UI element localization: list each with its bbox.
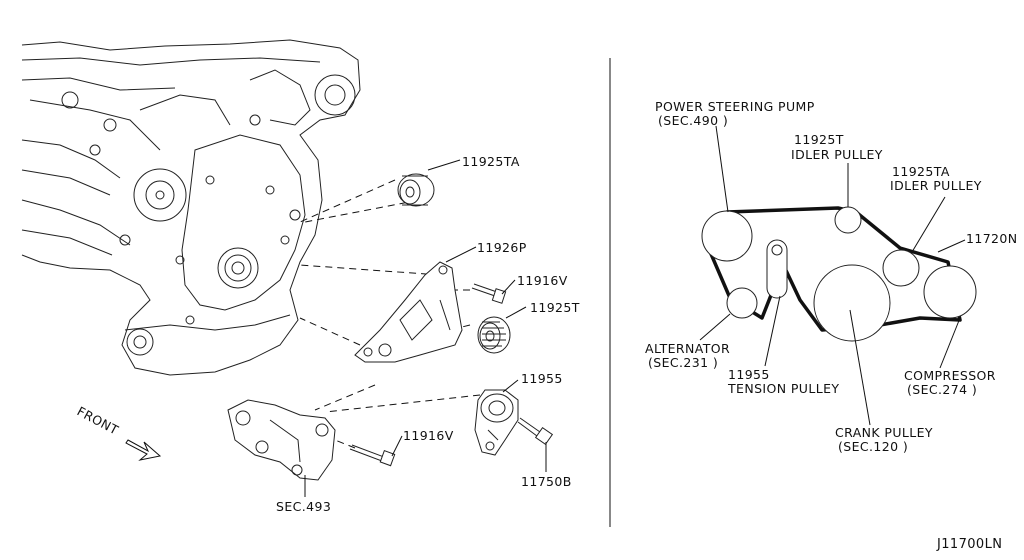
label-tension-number: 11955 xyxy=(728,367,770,382)
label-alternator-sec: (SEC.231 ) xyxy=(648,355,718,370)
bolt-11916v-bottom-part xyxy=(349,444,396,467)
crank-pulley xyxy=(813,264,891,342)
power-steering-pump-pulley xyxy=(701,210,753,262)
label-11925t: 11925T xyxy=(530,300,580,315)
label-11916v-top: 11916V xyxy=(517,273,568,288)
label-idler-t-number: 11925T xyxy=(794,132,844,147)
label-power-steering-sec: (SEC.490 ) xyxy=(658,113,728,128)
bolt-11916v-top-part xyxy=(471,283,507,304)
label-idler-ta-name: IDLER PULLEY xyxy=(890,178,982,193)
label-tension-name: TENSION PULLEY xyxy=(727,381,839,396)
belt-leader-lines xyxy=(699,125,966,426)
engine-block xyxy=(21,39,361,376)
idler-pulley-11925t xyxy=(834,206,862,234)
diagram-code: J11700LN xyxy=(936,537,1002,552)
compressor-pulley xyxy=(923,265,977,319)
front-direction-indicator: FRONT xyxy=(75,403,162,461)
label-alternator: ALTERNATOR xyxy=(645,341,730,356)
tension-pulley-arm xyxy=(766,239,788,299)
label-crank-sec: (SEC.120 ) xyxy=(838,439,908,454)
tension-pulley-11955-part xyxy=(474,389,519,456)
label-compressor-sec: (SEC.274 ) xyxy=(907,382,977,397)
bracket-11926p-part xyxy=(354,261,463,363)
bolt-11750b-part xyxy=(517,417,554,446)
part-leader-lines xyxy=(304,159,547,497)
label-11925ta: 11925TA xyxy=(462,154,520,169)
alternator-pulley xyxy=(726,287,758,319)
label-compressor: COMPRESSOR xyxy=(904,368,996,383)
belt-routing-layout xyxy=(701,206,977,342)
label-idler-t-name: IDLER PULLEY xyxy=(791,147,883,162)
label-11750b: 11750B xyxy=(521,474,572,489)
idler-pulley-11925ta-part xyxy=(397,173,435,207)
bracket-sec493-part xyxy=(227,399,336,481)
label-belt-number: 11720N xyxy=(966,231,1018,246)
label-11926p: 11926P xyxy=(477,240,527,255)
label-sec493: SEC.493 xyxy=(276,499,331,514)
front-arrow-icon xyxy=(125,439,162,461)
label-11955: 11955 xyxy=(521,371,563,386)
label-11916v-bottom: 11916V xyxy=(403,428,454,443)
label-idler-ta-number: 11925TA xyxy=(892,164,950,179)
front-label: FRONT xyxy=(75,403,122,437)
idler-pulley-11925t-part xyxy=(477,316,511,354)
idler-pulley-11925ta xyxy=(882,249,920,287)
label-power-steering-pump: POWER STEERING PUMP xyxy=(655,99,815,114)
label-crank: CRANK PULLEY xyxy=(835,425,933,440)
